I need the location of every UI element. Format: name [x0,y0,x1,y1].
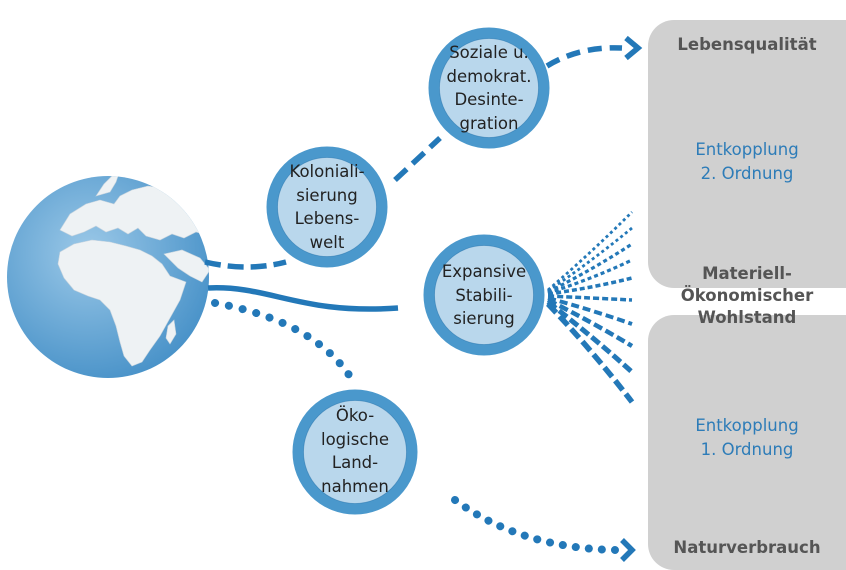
node-kolonial-ring [266,146,388,268]
node-oekologisch-ring [292,389,418,515]
chevron-right-icon [624,35,643,61]
label-entkopplung-1: Entkopplung 1. Ordnung [695,416,799,459]
node-soziale-text: Soziale u. demokrat. Desinte- gration [446,43,532,133]
node-expansive-ring [423,234,545,356]
connector-kolonial-soziale [393,135,442,183]
node-oekologisch-text: Öko- logische Land- nahmen [320,406,389,496]
connector-soziale-lebensqualitaet [545,45,623,69]
globe-icon [7,176,209,378]
label-wohlstand: Materiell- Ökonomischer Wohlstand [680,264,814,327]
expansion-fan [546,211,635,404]
connector-globe-kolonial [204,259,287,270]
connector-globe-oekologisch [211,299,360,390]
panel-naturverbrauch [648,315,846,570]
panel-lebensqualitaet [648,20,846,288]
connector-globe-expansive [207,285,399,312]
node-kolonial-text: Koloniali- sierung Lebens- welt [289,162,365,252]
chevron-right-icon [620,538,636,562]
node-expansive-text: Expansive Stabili- sierung [441,262,527,328]
label-lebensqualitaet: Lebensqualität [677,35,817,54]
node-soziale-ring [428,27,550,149]
label-entkopplung-2: Entkopplung 2. Ordnung [695,140,799,183]
label-naturverbrauch: Naturverbrauch [673,538,821,557]
connector-oekologisch-naturverbrauch [451,496,619,554]
